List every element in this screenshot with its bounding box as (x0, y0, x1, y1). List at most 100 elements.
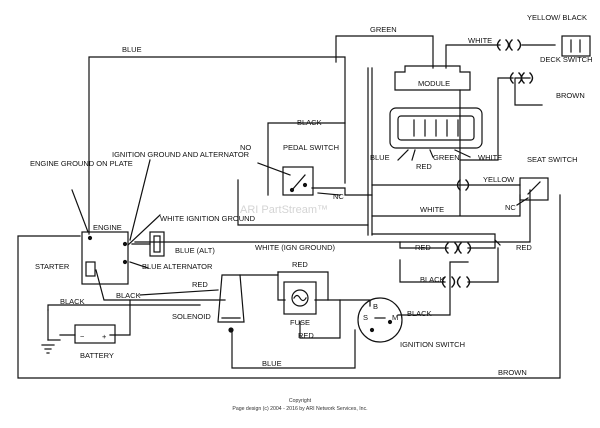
label-blue-alt: BLUE (ALT) (175, 246, 215, 255)
label-solenoid: SOLENOID (172, 312, 211, 321)
label-nc-seat: NC (505, 203, 516, 212)
battery (41, 324, 116, 354)
label-blue-alternator: BLUE ALTERNATOR (142, 262, 213, 271)
wire-red-fuse-b (277, 271, 329, 301)
label-brown-bottom: BROWN (498, 368, 527, 377)
wire-black-pedal (267, 122, 346, 196)
watermark: ARI PartStream™ (240, 204, 328, 216)
fuse (283, 281, 317, 315)
wire-red-right-b (371, 233, 496, 249)
wire-black-starter (95, 269, 226, 301)
wire-blue-bottom (231, 329, 356, 369)
label-engine-ground: ENGINE GROUND ON PLATE (30, 159, 133, 168)
leader-blue-alt (129, 261, 149, 269)
leader-nc-seat (516, 197, 529, 206)
label-red-fuse: RED (292, 260, 308, 269)
wire-black-batt (47, 304, 201, 311)
label-black-batt: BLACK (60, 297, 85, 306)
leader-red-mod (411, 149, 416, 161)
leader-nc-pedal (317, 192, 341, 196)
pedal-switch (282, 166, 314, 196)
label-red-left: RED (516, 243, 532, 252)
label-white-ign-ground: WHITE IGNITION GROUND (160, 214, 256, 223)
wire-pedal-left (237, 179, 369, 226)
wire-white-ign-ground (134, 189, 531, 243)
label-blue-bottom: BLUE (262, 359, 282, 368)
leader-white-ign (127, 214, 161, 246)
engine (81, 231, 129, 285)
label-yellow: YELLOW (483, 175, 515, 184)
module-connector (389, 107, 483, 149)
label-black-starter: BLACK (116, 291, 141, 300)
label-term-b: B (373, 302, 378, 311)
labels: GREEN BLUE WHITE YELLOW/ BLACK DECK SWIT… (30, 13, 593, 377)
label-white-mod: WHITE (478, 153, 502, 162)
label-deck-switch: DECK SWITCH (540, 55, 593, 64)
wire-green (335, 35, 434, 69)
ign-ground-connector (131, 231, 165, 257)
label-engine: ENGINE (93, 223, 122, 232)
label-nc-pedal: NC (333, 192, 344, 201)
wire-batt-plus (109, 299, 131, 336)
label-batt-plus: + (102, 332, 107, 341)
label-black-ign: BLACK (407, 309, 432, 318)
label-batt-minus: − (80, 332, 85, 341)
solenoid (217, 274, 245, 333)
ignition-switch (357, 297, 403, 343)
label-white-top: WHITE (468, 36, 492, 45)
deck-switch (561, 35, 591, 57)
wire-red-right-a (399, 241, 449, 249)
label-black-right: BLACK (420, 275, 445, 284)
leader-engine-ground (71, 189, 89, 233)
leader-ign-ground (129, 159, 151, 241)
label-green: GREEN (370, 25, 397, 34)
leader-white-mod (454, 149, 471, 158)
label-starter: STARTER (35, 262, 70, 271)
wire-red-sol (139, 289, 219, 296)
wire-white-deck (445, 44, 501, 69)
label-ignition-ground: IGNITION GROUND AND ALTERNATOR (112, 150, 250, 159)
seat-switch (519, 177, 549, 201)
wire-brown-top (514, 77, 543, 106)
wire-black-right-b (467, 247, 499, 283)
leader-no (257, 162, 291, 176)
label-no: NO (240, 143, 251, 152)
connectors (441, 39, 534, 288)
label-blue-mod: BLUE (370, 153, 390, 162)
label-battery: BATTERY (80, 351, 114, 360)
label-white-ign-ground2: WHITE (IGN GROUND) (255, 243, 335, 252)
label-yellow-black: YELLOW/ BLACK (527, 13, 587, 22)
leader-green-mod (429, 149, 434, 158)
label-red-sol: RED (192, 280, 208, 289)
label-red-right: RED (415, 243, 431, 252)
label-blue-top: BLUE (122, 45, 142, 54)
wire-brown-frame (17, 194, 561, 379)
label-green-mod: GREEN (433, 153, 460, 162)
wires (17, 35, 561, 379)
label-seat-switch: SEAT SWITCH (527, 155, 578, 164)
label-white-mid: WHITE (420, 205, 444, 214)
wire-pedal-nc (311, 187, 373, 196)
label-fuse: FUSE (290, 318, 310, 327)
label-black-pedal: BLACK (297, 118, 322, 127)
wire-black-ign (397, 261, 469, 316)
label-pedal-switch: PEDAL SWITCH (283, 143, 339, 152)
footer-design: Page design (c) 2004 - 2016 by ARI Netwo… (232, 406, 367, 412)
label-red-bottom: RED (298, 331, 314, 340)
wire-white-mid (371, 194, 521, 217)
label-term-s: S (363, 313, 368, 322)
footer-copyright: Copyright (289, 398, 312, 404)
label-term-m: M (392, 313, 398, 322)
leader-red-right (494, 239, 501, 246)
wire-black-right-a (399, 259, 446, 283)
label-ignition-switch: IGNITION SWITCH (400, 340, 465, 349)
wire-blue-top (88, 56, 346, 235)
wire-red-fuse-c (299, 299, 341, 339)
label-red-mod: RED (416, 162, 432, 171)
leader-blue-mod (397, 149, 409, 161)
module (394, 65, 471, 91)
wire-deck-down (459, 77, 514, 161)
wire-red-fuse-a (277, 271, 286, 301)
